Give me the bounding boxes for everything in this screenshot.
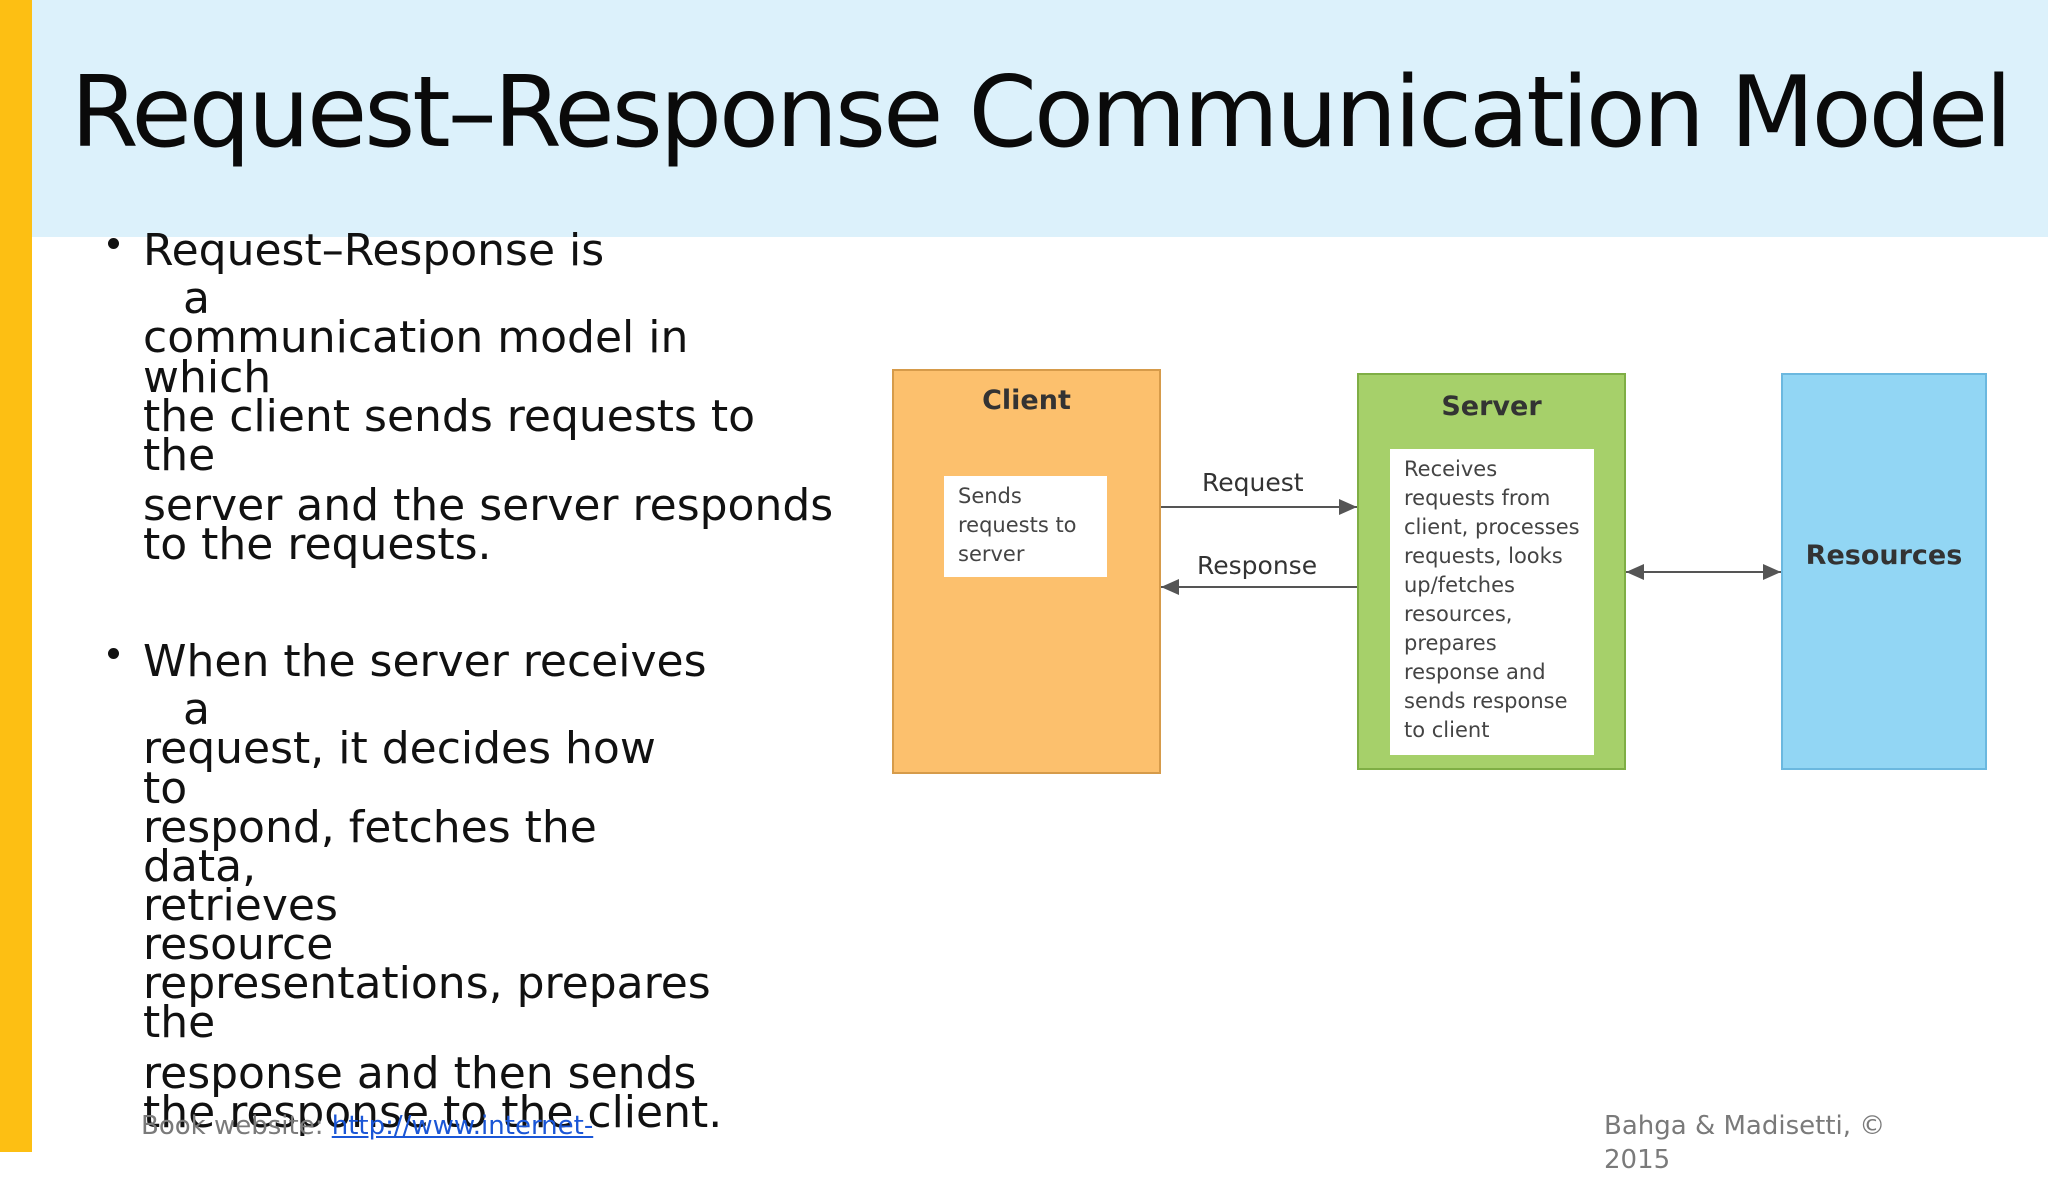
bullet-2-line: When the server receives	[143, 636, 707, 687]
accent-bar	[0, 0, 32, 1152]
footer-book-label: Book website:	[141, 1111, 324, 1141]
bullet-2-line: respond, fetches the	[143, 802, 597, 853]
footer-book-website: Book website: http://www.internet-	[141, 1111, 593, 1141]
title-band: Request–Response Communication Model	[32, 0, 2048, 237]
bullet-1-line: the	[143, 430, 216, 481]
bullet-1-line: Request–Response is	[143, 225, 605, 276]
server-box: Server Receives requests from client, pr…	[1357, 373, 1626, 770]
bullet-2-line: retrieves	[143, 880, 338, 931]
bullet-1-line: communication model in	[143, 312, 689, 363]
bullet-2-line: the	[143, 997, 216, 1048]
bullet-2-line: representations, prepares	[143, 958, 711, 1009]
bullet-2-dot	[108, 648, 119, 659]
bullet-2-line: data,	[143, 841, 257, 892]
bullet-2-line: response and then sends	[143, 1048, 697, 1099]
client-box: Client Sends requests to server	[892, 369, 1161, 774]
bullet-1-line: server and the server responds	[143, 480, 834, 531]
bullet-2-line: resource	[143, 919, 334, 970]
bullet-1-line: which	[143, 352, 272, 403]
server-title: Server	[1441, 391, 1542, 422]
client-description: Sends requests to server	[944, 476, 1107, 577]
response-label: Response	[1197, 551, 1318, 580]
bullet-1-dot	[108, 238, 119, 249]
bullet-1-line: to the requests.	[143, 519, 492, 570]
server-description: Receives requests from client, processes…	[1390, 449, 1594, 755]
resources-title: Resources	[1805, 540, 1963, 571]
bullet-1-line: the client sends requests to	[143, 391, 756, 442]
resources-box: Resources	[1781, 373, 1987, 770]
request-label: Request	[1202, 468, 1304, 497]
bullet-2-line: the response to the client.	[143, 1087, 723, 1138]
bullet-2-line: a	[183, 684, 210, 735]
slide-title: Request–Response Communication Model	[70, 56, 2013, 170]
diagram-arrows	[1161, 499, 1781, 595]
bullet-1-line: a	[183, 273, 210, 324]
client-title: Client	[982, 385, 1071, 416]
bullet-2-line: request, it decides how	[143, 723, 656, 774]
footer-book-link[interactable]: http://www.internet-	[331, 1111, 594, 1141]
bullet-2-line: to	[143, 763, 188, 814]
